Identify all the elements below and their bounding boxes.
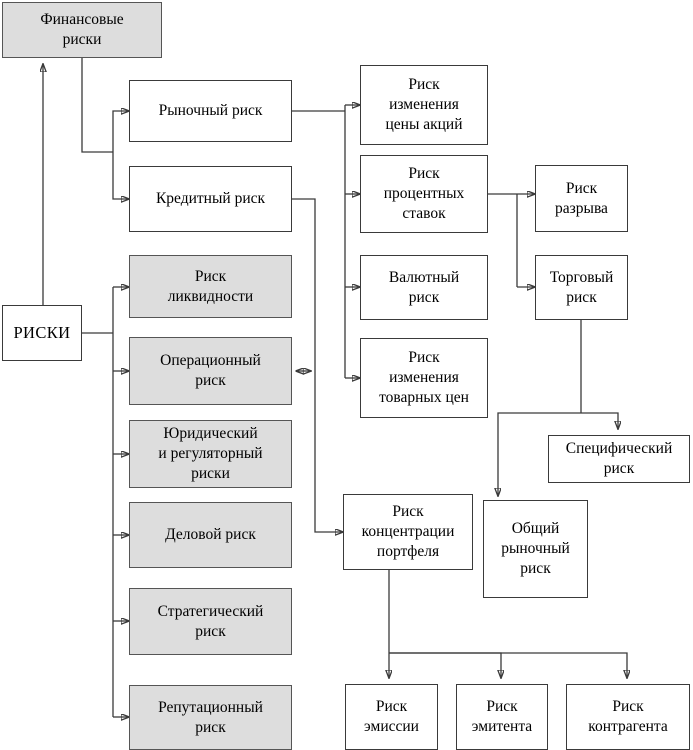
node-label: Стратегический риск <box>157 602 264 640</box>
node-interest-rate-risk[interactable]: Риск процентных ставок <box>360 155 488 233</box>
node-counterparty-risk[interactable]: Риск контрагента <box>566 684 690 750</box>
node-reputational-risk[interactable]: Репутационный риск <box>129 685 292 750</box>
node-portfolio-concentration-risk[interactable]: Риск концентрации портфеля <box>343 494 473 570</box>
node-label: Финансовые риски <box>40 11 124 48</box>
node-currency-risk[interactable]: Валютный риск <box>360 255 488 320</box>
node-issue-risk[interactable]: Риск эмиссии <box>345 684 438 750</box>
node-label: Риск разрыва <box>555 179 608 217</box>
node-general-market-risk[interactable]: Общий рыночный риск <box>483 500 588 598</box>
node-label: Риск ликвидности <box>167 267 254 305</box>
node-label: Юридический и регуляторный риски <box>158 425 263 482</box>
node-risks-root[interactable]: РИСКИ <box>2 305 82 361</box>
node-label: Риск концентрации портфеля <box>361 503 455 560</box>
node-label: Общий рыночный риск <box>501 520 570 577</box>
node-gap-risk[interactable]: Риск разрыва <box>535 165 628 232</box>
node-label: Торговый риск <box>549 268 614 306</box>
node-liquidity-risk[interactable]: Риск ликвидности <box>129 255 292 318</box>
node-operational-risk[interactable]: Операционный риск <box>129 337 292 405</box>
node-legal-regulatory-risk[interactable]: Юридический и регуляторный риски <box>129 420 292 488</box>
node-label: Кредитный риск <box>155 190 266 208</box>
node-label: Репутационный риск <box>158 698 263 736</box>
node-label: Деловой риск <box>165 526 256 544</box>
node-label: Риск эмитента <box>471 698 533 735</box>
node-label: Риск контрагента <box>588 698 668 735</box>
node-label: Операционный риск <box>160 352 261 389</box>
node-financial-risks[interactable]: Финансовые риски <box>2 2 162 58</box>
node-specific-risk[interactable]: Специфический риск <box>548 435 690 483</box>
node-trading-risk[interactable]: Торговый риск <box>535 255 628 320</box>
node-label: РИСКИ <box>13 323 71 343</box>
node-label: Специфический риск <box>565 440 673 477</box>
node-commodity-price-risk[interactable]: Риск изменения товарных цен <box>360 338 488 418</box>
node-business-risk[interactable]: Деловой риск <box>129 502 292 568</box>
node-label: Риск процентных ставок <box>383 165 465 222</box>
node-share-price-risk[interactable]: Риск изменения цены акций <box>360 65 488 145</box>
node-issuer-risk[interactable]: Риск эмитента <box>456 684 548 750</box>
node-label: Риск изменения товарных цен <box>379 349 469 406</box>
node-label: Риск эмиссии <box>364 698 419 735</box>
node-label: Валютный риск <box>388 268 460 306</box>
node-label: Риск изменения цены акций <box>385 76 463 133</box>
node-strategic-risk[interactable]: Стратегический риск <box>129 588 292 655</box>
node-label: Рыночный риск <box>158 102 263 120</box>
node-credit-risk[interactable]: Кредитный риск <box>129 166 292 232</box>
node-market-risk[interactable]: Рыночный риск <box>129 80 292 142</box>
